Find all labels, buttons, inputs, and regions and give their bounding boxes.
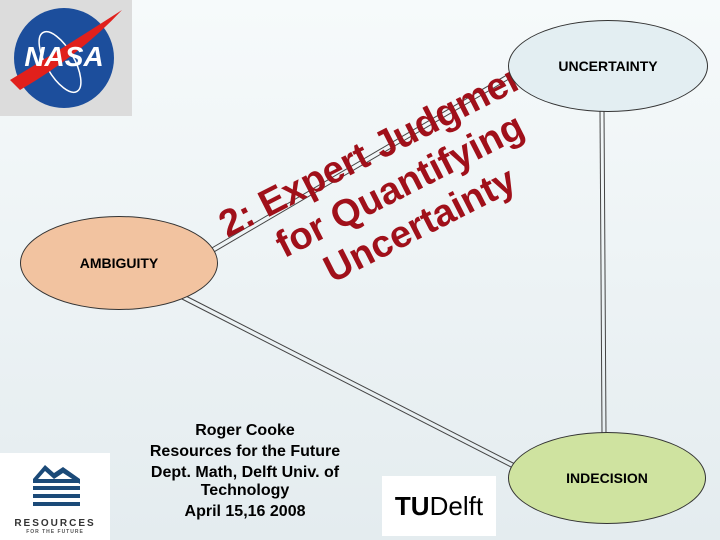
node-indecision: INDECISION [508, 432, 706, 524]
rff-subtext: FOR THE FUTURE [26, 529, 84, 535]
presentation-date: April 15,16 2008 [184, 503, 306, 520]
node-label: UNCERTAINTY [558, 58, 658, 74]
rff-logo: RESOURCES FOR THE FUTURE [0, 453, 110, 540]
node-uncertainty: UNCERTAINTY [508, 20, 708, 112]
nasa-logo: NASA [0, 0, 132, 116]
author-org: Resources for the Future [149, 443, 341, 460]
author-block: Roger Cooke Resources for the Future Dep… [118, 422, 372, 524]
svg-text:NASA: NASA [24, 41, 103, 72]
node-label: INDECISION [566, 470, 648, 486]
delft-text: Delft [429, 490, 484, 521]
author-dept: Technology [200, 482, 290, 499]
author-name: Roger Cooke [195, 422, 295, 439]
author-dept: Dept. Math, Delft Univ. of [150, 464, 340, 481]
node-ambiguity: AMBIGUITY [20, 216, 218, 310]
rff-text: RESOURCES [14, 518, 96, 529]
node-label: AMBIGUITY [79, 255, 159, 271]
tu-text: TU [394, 490, 430, 521]
